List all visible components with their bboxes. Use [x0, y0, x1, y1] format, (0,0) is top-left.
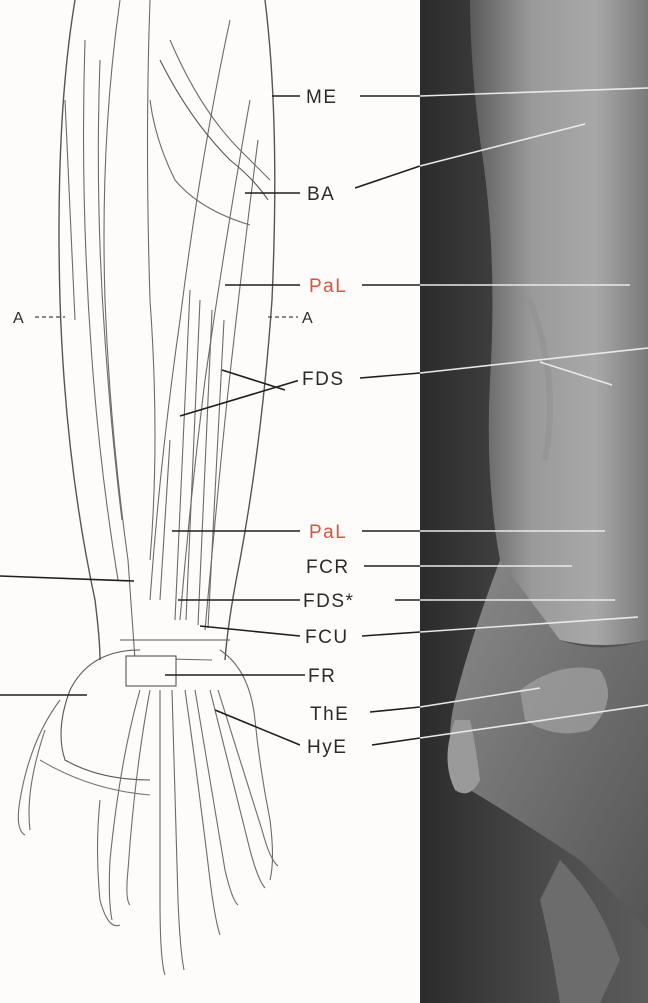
label-fcr: FCR [306, 557, 350, 578]
label-me: ME [306, 87, 338, 108]
label-a-left: A [13, 310, 25, 327]
label-pal-upper: PaL [309, 276, 347, 297]
labels: ME BA PaL A A FDS PaL FCR FDS* FCU FR Th… [13, 84, 395, 759]
label-fcu: FCU [305, 627, 349, 648]
label-a-right: A [302, 310, 314, 327]
label-pal-lower: PaL [309, 522, 347, 543]
leader-fds-right-dark [360, 373, 420, 378]
leader-fcu-right-dark [362, 632, 420, 636]
label-the: ThE [310, 704, 349, 725]
label-fr: FR [308, 666, 336, 687]
forearm-drawing [18, 0, 278, 975]
label-fds-star: FDS* [303, 591, 354, 612]
leader-fcu-left [200, 626, 300, 636]
forearm-photo [420, 0, 648, 1003]
label-hye: HyE [307, 737, 347, 758]
leader-the-right-dark [370, 707, 420, 712]
leader-left-edge-upper [0, 576, 134, 581]
label-fds: FDS [302, 369, 345, 390]
leader-hye-right-dark [372, 738, 420, 745]
leader-fds-b [180, 380, 300, 416]
leader-ba-right-dark [355, 166, 420, 188]
label-ba: BA [307, 184, 335, 205]
